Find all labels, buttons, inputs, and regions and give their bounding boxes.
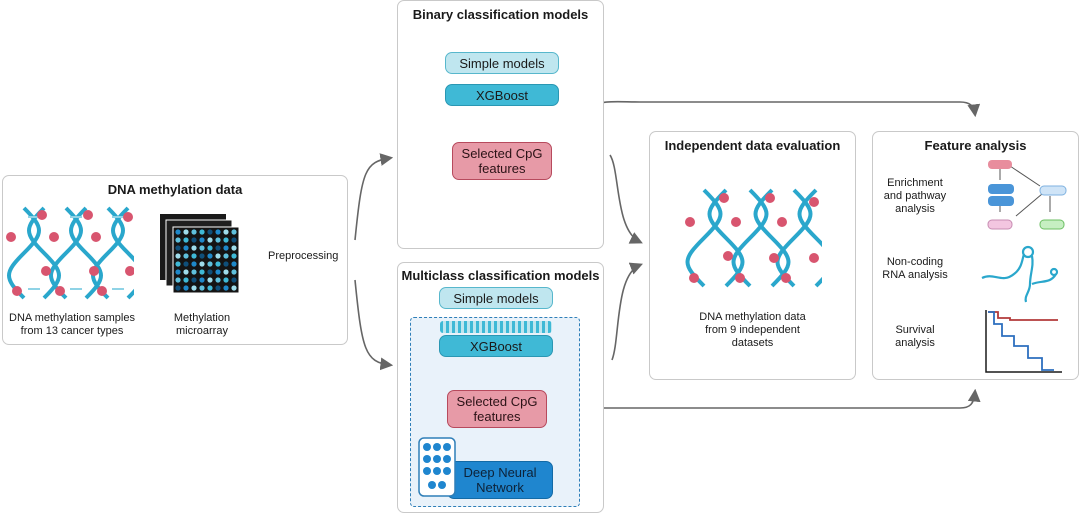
microarray-spot (199, 253, 205, 259)
neural-network-icon (418, 437, 456, 497)
microarray-spot (183, 253, 189, 259)
microarray-spot (183, 237, 189, 243)
microarray-spot (191, 261, 197, 267)
arrow-to-binary (354, 153, 394, 241)
survival-curve-icon (985, 310, 1062, 373)
microarray-spot (191, 269, 197, 275)
rna-hairpin-icon (981, 245, 1059, 303)
microarray-spot (199, 229, 205, 235)
microarray-spot (191, 245, 197, 251)
microarray-spot (231, 229, 237, 235)
microarray-spot (215, 277, 221, 283)
microarray-spot (183, 277, 189, 283)
arrow-multi-to-eval (611, 262, 643, 361)
microarray-spot (175, 269, 181, 275)
microarray-spot (183, 229, 189, 235)
microarray-spot (199, 285, 205, 291)
microarray-spot (191, 277, 197, 283)
microarray-spot (223, 261, 229, 267)
microarray-spot (231, 253, 237, 259)
microarray-spot (215, 285, 221, 291)
microarray-spot (223, 269, 229, 275)
microarray-spot (215, 253, 221, 259)
microarray-spot (223, 277, 229, 283)
microarray-spot (223, 237, 229, 243)
microarray-icon (160, 214, 240, 294)
microarray-spot (183, 245, 189, 251)
pathway-network-icon (987, 160, 1067, 230)
enrichment-label: Enrichment and pathway analysis (883, 177, 947, 215)
deep-neural-network: Deep Neural Network (447, 461, 553, 499)
panel-title: Binary classification models (412, 7, 589, 22)
binary-selected-cpg-features: Selected CpG features (452, 142, 552, 180)
microarray-spot (199, 269, 205, 275)
microarray-spot (183, 261, 189, 267)
microarray-spot (191, 285, 197, 291)
microarray-spot (207, 253, 213, 259)
microarray-spot (175, 285, 181, 291)
samples-label: DNA methylation samples from 13 cancer t… (9, 312, 135, 337)
microarray-spot (215, 269, 221, 275)
panel-title: Feature analysis (924, 138, 1027, 153)
microarray-spot (191, 253, 197, 259)
microarray-spot (199, 261, 205, 267)
microarray-spot (199, 237, 205, 243)
microarray-spot (231, 245, 237, 251)
microarray-spot (207, 245, 213, 251)
independent-evaluation-panel: Independent data evaluation (649, 131, 856, 380)
microarray-spot (215, 229, 221, 235)
microarray-spot (175, 245, 181, 251)
microarray-spot (223, 253, 229, 259)
microarray-spot (207, 237, 213, 243)
microarray-label: Methylation microarray (173, 312, 231, 337)
microarray-spot (223, 245, 229, 251)
binary-simple-models: Simple models (445, 52, 559, 74)
multi-simple-models: Simple models (439, 287, 553, 309)
microarray-spot (223, 285, 229, 291)
microarray-spot (191, 237, 197, 243)
arrow-to-multiclass (354, 279, 394, 371)
microarray-spot (215, 245, 221, 251)
multi-xgboost: XGBoost (439, 335, 553, 357)
panel-title: DNA methylation data (107, 182, 243, 197)
arrow-multi-to-feature (549, 388, 981, 409)
panel-title: Multiclass classification models (401, 268, 600, 283)
microarray-spot (191, 229, 197, 235)
preprocessing-label: Preprocessing (268, 250, 339, 262)
microarray-spot (183, 285, 189, 291)
microarray-spot (175, 277, 181, 283)
panel-title: Independent data evaluation (664, 138, 841, 153)
eval-label: DNA methylation data from 9 independent … (699, 311, 806, 349)
dna-helix-icon (685, 188, 822, 288)
dna-helix-icon (6, 206, 134, 300)
multi-selected-cpg-features: Selected CpG features (447, 390, 547, 428)
survival-label: Survival analysis (895, 324, 935, 349)
microarray-spot (215, 261, 221, 267)
microarray-spot (207, 261, 213, 267)
microarray-spot (175, 237, 181, 243)
microarray-spot (231, 237, 237, 243)
binary-xgboost: XGBoost (445, 84, 559, 106)
microarray-spot (207, 277, 213, 283)
feature-analysis-panel: Feature analysis (872, 131, 1079, 380)
ncrna-label: Non-coding RNA analysis (882, 256, 948, 281)
microarray-spot (231, 269, 237, 275)
microarray-spot (231, 285, 237, 291)
microarray-spot (183, 269, 189, 275)
microarray-spot (207, 285, 213, 291)
microarray-spot (199, 277, 205, 283)
stacked-models-strip (440, 321, 552, 333)
binary-classification-panel: Binary classification models (397, 0, 604, 249)
microarray-spot (215, 237, 221, 243)
microarray-spot (231, 277, 237, 283)
microarray-spot (207, 269, 213, 275)
arrow-binary-to-eval (609, 154, 643, 244)
microarray-spot (231, 261, 237, 267)
microarray-spot (175, 229, 181, 235)
microarray-spot (207, 229, 213, 235)
microarray-spot (175, 253, 181, 259)
microarray-spot (199, 245, 205, 251)
microarray-spot (223, 229, 229, 235)
microarray-spot (175, 261, 181, 267)
